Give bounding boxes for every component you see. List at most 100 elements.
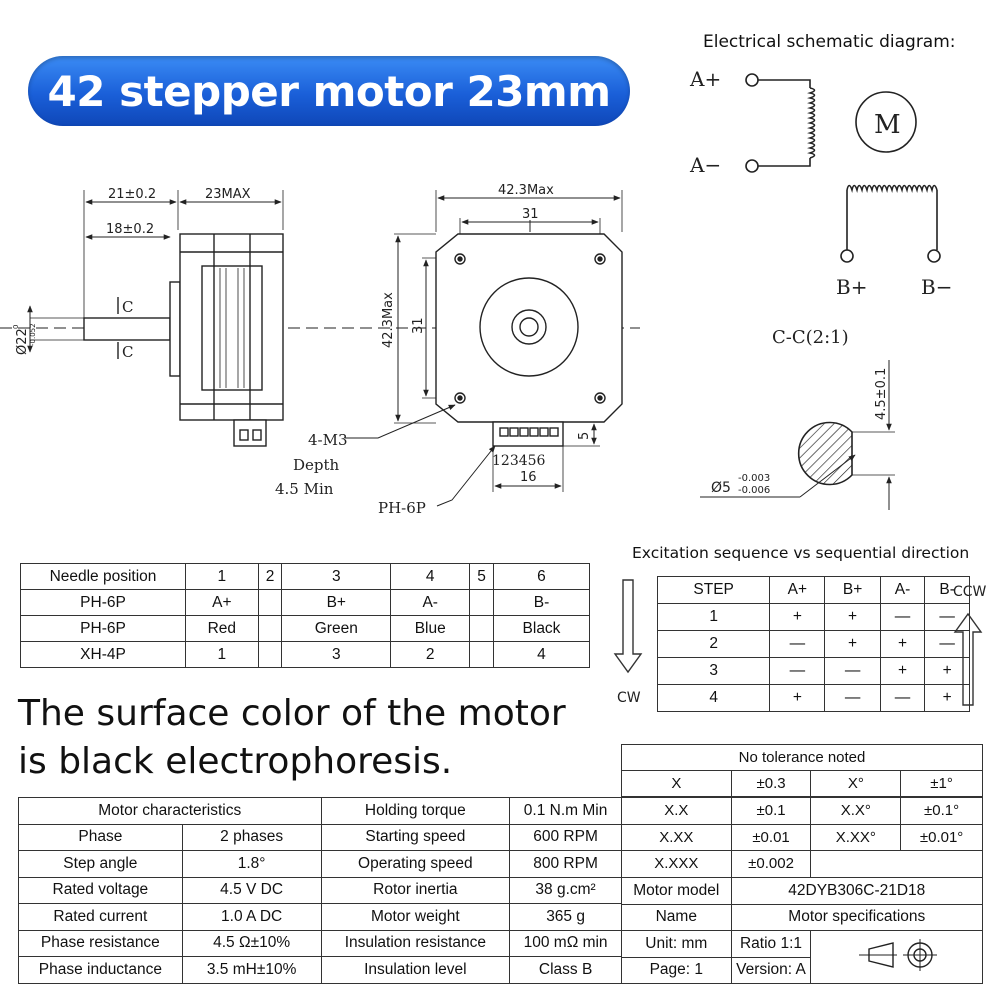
table-cell: — bbox=[879, 684, 926, 712]
model-value: 42DYB306C-21D18 bbox=[730, 877, 984, 905]
dim-23max: 23MAX bbox=[205, 187, 251, 202]
table-row: PH-6P A+ B+ A- B- bbox=[20, 589, 591, 616]
table-cell: 4 bbox=[492, 641, 591, 668]
motor-spec-table: Motor characteristics Holding torque 0.1… bbox=[18, 797, 622, 984]
table-cell: Needle position bbox=[20, 563, 186, 590]
dim-front-31: 31 bbox=[522, 207, 539, 222]
table-row: Motor model 42DYB306C-21D18 bbox=[621, 877, 984, 905]
table-row: Rated voltage 4.5 V DC Rotor inertia 38 … bbox=[18, 876, 622, 904]
table-row: Phase 2 phases Starting speed 600 RPM bbox=[18, 823, 622, 851]
surface-note-line1: The surface color of the motor bbox=[18, 693, 566, 734]
table-row: X.XX ±0.01 X.XX° ±0.01° bbox=[621, 823, 983, 851]
excitation-sequence-table: STEP A+ B+ A- B- 1 + + — — 2 — + + — 3 —… bbox=[656, 576, 970, 712]
dim-shaft-diameter: Ø22 bbox=[15, 328, 30, 355]
table-cell: 3 bbox=[281, 563, 392, 590]
table-cell: 5 bbox=[469, 563, 494, 590]
table-cell: + bbox=[879, 630, 926, 658]
table-cell: + bbox=[769, 684, 826, 712]
table-cell: Green bbox=[281, 615, 392, 642]
table-cell bbox=[469, 589, 494, 616]
electrical-schematic: A+ A− M B+ B− bbox=[689, 67, 952, 299]
third-angle-projection-icon bbox=[858, 938, 937, 971]
table-cell: 1.0 A DC bbox=[181, 903, 322, 931]
table-row: Step angle 1.8° Operating speed 800 RPM bbox=[18, 850, 622, 878]
table-cell: Holding torque bbox=[320, 797, 511, 825]
table-cell: STEP bbox=[656, 576, 771, 604]
table-cell: — bbox=[769, 630, 826, 658]
table-cell: B+ bbox=[824, 576, 881, 604]
table-cell: 365 g bbox=[509, 903, 622, 931]
table-cell: 4.5 Ω±10% bbox=[181, 929, 322, 957]
dim-shaft-section-tol-top: -0.003 bbox=[738, 473, 770, 484]
table-cell: 3 bbox=[656, 657, 771, 685]
table-row: Motor characteristics Holding torque 0.1… bbox=[18, 797, 622, 825]
table-cell bbox=[469, 615, 494, 642]
table-cell: Rated voltage bbox=[18, 876, 183, 904]
table-cell: Insulation resistance bbox=[320, 929, 511, 957]
table-cell: + bbox=[824, 603, 881, 631]
table-cell: A- bbox=[390, 589, 471, 616]
motor-front-view: 42.3Max 31 42.3Max 31 5 16 bbox=[275, 183, 623, 517]
table-cell: 2 phases bbox=[181, 823, 322, 851]
table-cell: — bbox=[924, 603, 970, 631]
page-title: 42 stepper motor 23mm bbox=[47, 66, 611, 116]
sequence-title: Excitation sequence vs sequential direct… bbox=[632, 544, 970, 562]
table-cell bbox=[257, 615, 283, 642]
shaft-section-view: C-C(2:1) 4.5±0.1 Ø5 -0.003 -0.006 bbox=[700, 327, 895, 510]
table-cell: + bbox=[879, 657, 926, 685]
page-label: Page: 1 bbox=[621, 956, 732, 984]
table-row: Phase resistance 4.5 Ω±10% Insulation re… bbox=[18, 929, 622, 957]
table-cell: 100 mΩ min bbox=[509, 929, 622, 957]
table-cell: B- bbox=[924, 576, 970, 604]
dim-18: 18±0.2 bbox=[106, 222, 154, 237]
surface-note-line2: is black electrophoresis. bbox=[18, 741, 453, 782]
schematic-label: Electrical schematic diagram: bbox=[703, 32, 956, 52]
table-row: STEP A+ B+ A- B- bbox=[656, 576, 970, 604]
schematic-a-plus: A+ bbox=[689, 67, 721, 91]
table-cell: + bbox=[924, 657, 970, 685]
table-row: 3 — — + + bbox=[656, 657, 970, 685]
table-cell: PH-6P bbox=[20, 589, 186, 616]
table-cell: 1 bbox=[656, 603, 771, 631]
hole-note-line1: 4-M3 bbox=[308, 431, 348, 449]
table-cell: — bbox=[824, 657, 881, 685]
dim-shaft-tol-top: 0 bbox=[12, 325, 20, 329]
table-cell: — bbox=[769, 657, 826, 685]
pin-assignment-table: Needle position 1 2 3 4 5 6 PH-6P A+ B+ … bbox=[20, 563, 591, 668]
table-cell: B+ bbox=[281, 589, 392, 616]
dim-flat-4-5: 4.5±0.1 bbox=[874, 368, 889, 420]
table-cell: ±0.1° bbox=[900, 797, 983, 825]
table-cell: Rotor inertia bbox=[320, 876, 511, 904]
table-cell: ±0.01° bbox=[900, 823, 983, 851]
dim-front-31-side: 31 bbox=[411, 317, 426, 334]
table-cell bbox=[810, 850, 983, 878]
table-row: PH-6P Red Green Blue Black bbox=[20, 615, 591, 642]
dim-connector-5: 5 bbox=[577, 432, 592, 440]
table-cell: 2 bbox=[257, 563, 283, 590]
table-cell: PH-6P bbox=[20, 615, 186, 642]
dim-front-width: 42.3Max bbox=[498, 183, 554, 198]
table-cell: 1 bbox=[185, 641, 259, 668]
table-cell: X.XXX bbox=[621, 850, 732, 878]
surface-color-note: The surface color of the motor is black … bbox=[18, 690, 566, 786]
table-cell: Phase bbox=[18, 823, 183, 851]
table-cell: B- bbox=[492, 589, 591, 616]
table-cell: 4 bbox=[656, 684, 771, 712]
title-banner: 42 stepper motor 23mm bbox=[28, 56, 630, 126]
table-cell: 1.8° bbox=[181, 850, 322, 878]
schematic-b-plus: B+ bbox=[836, 275, 867, 299]
dim-shaft-section-dia: Ø5 bbox=[711, 480, 731, 496]
table-cell: A+ bbox=[185, 589, 259, 616]
table-cell: Starting speed bbox=[320, 823, 511, 851]
dim-connector-16: 16 bbox=[520, 470, 537, 485]
table-row: Needle position 1 2 3 4 5 6 bbox=[20, 563, 591, 590]
hole-note-line2: Depth bbox=[293, 456, 340, 474]
unit-label: Unit: mm bbox=[621, 930, 732, 958]
table-row: Name Motor specifications bbox=[621, 903, 984, 931]
schematic-motor-symbol: M bbox=[874, 110, 901, 140]
table-cell: 3 bbox=[281, 641, 392, 668]
table-cell: + bbox=[769, 603, 826, 631]
table-row: 1 + + — — bbox=[656, 603, 970, 631]
projection-cell bbox=[810, 930, 983, 984]
motor-side-view: 21±0.2 23MAX 18±0.2 Ø22 0 -0.052 C C bbox=[0, 187, 640, 447]
